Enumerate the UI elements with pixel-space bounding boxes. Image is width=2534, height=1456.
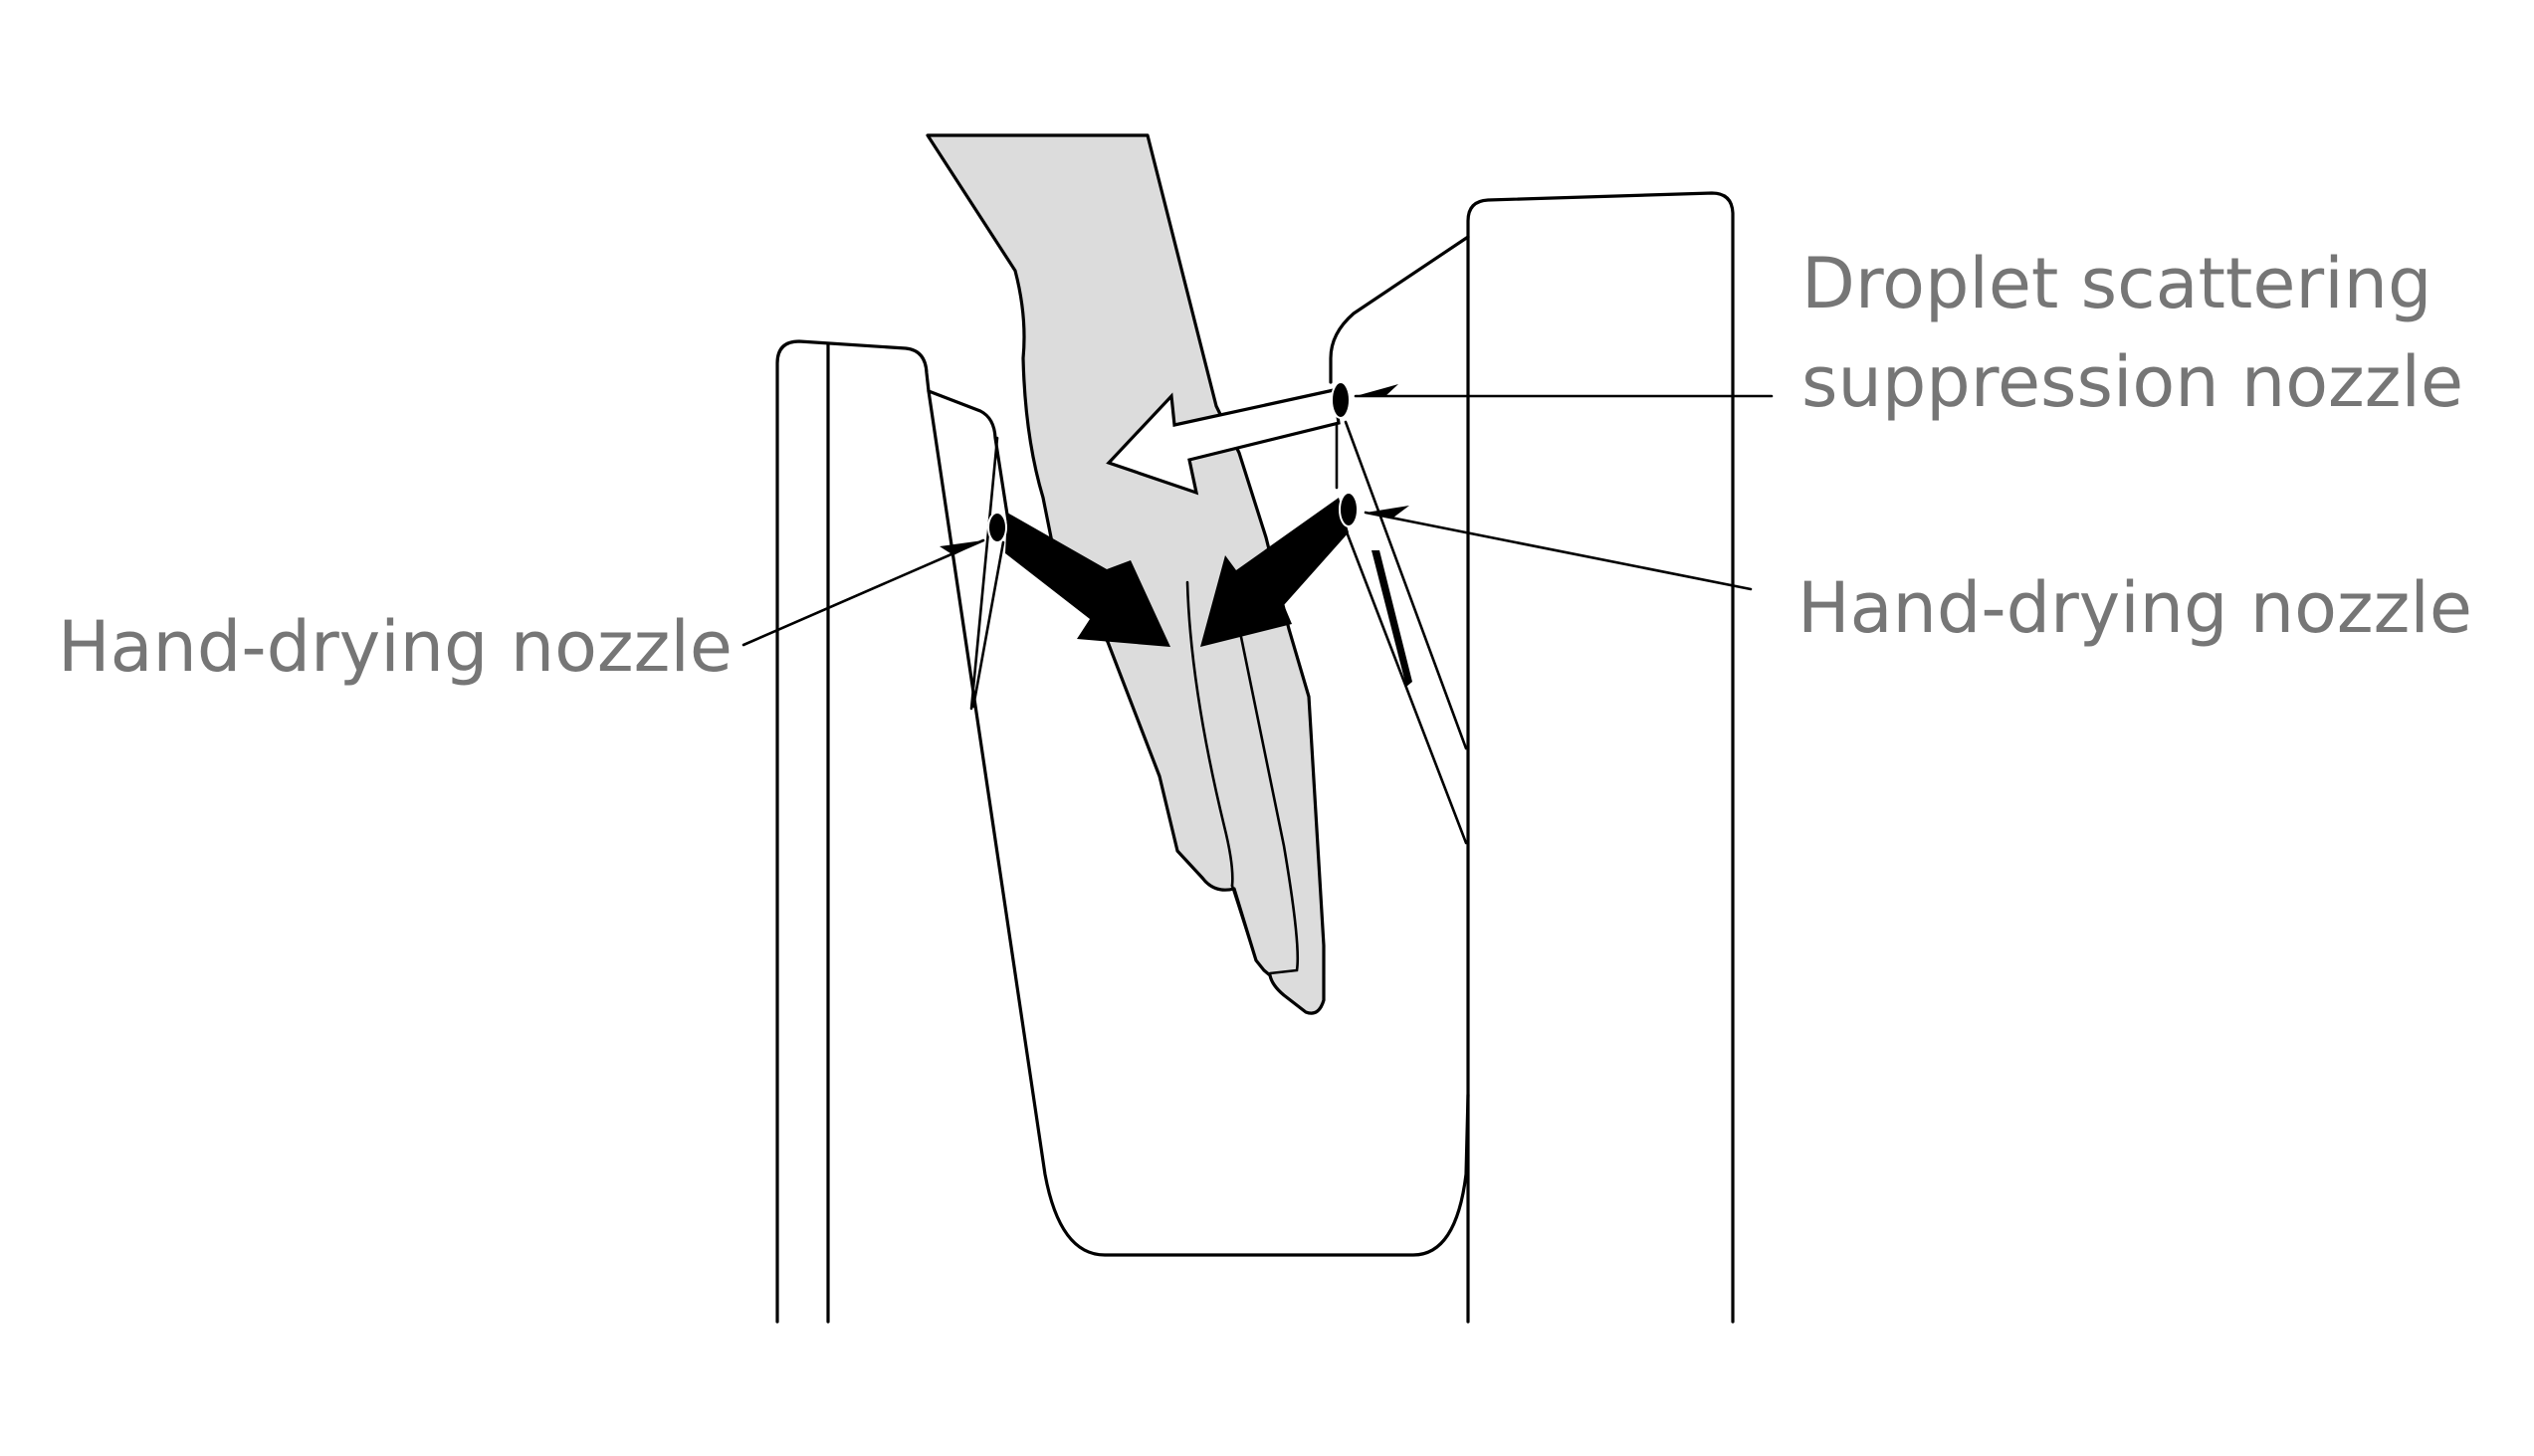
right-airflow-arrow xyxy=(1200,498,1349,647)
label-line-1: Droplet scattering xyxy=(1801,243,2432,324)
white-airflow-arrow xyxy=(1106,388,1341,496)
droplet-suppression-nozzle-icon xyxy=(1331,381,1351,419)
right-hand-drying-nozzle-icon xyxy=(1339,492,1359,527)
slit-mark xyxy=(1372,550,1412,687)
left-hand-drying-nozzle-label: Hand-drying nozzle xyxy=(58,606,733,688)
leader-hand-right xyxy=(1364,506,1753,591)
basin xyxy=(927,389,1470,1257)
left-hand-drying-nozzle-icon xyxy=(987,512,1007,543)
leader-droplet xyxy=(1354,384,1774,398)
left-nozzle-housing xyxy=(927,389,1011,711)
right-nozzle-housing xyxy=(1335,416,1468,845)
label-line-2: suppression nozzle xyxy=(1801,341,2464,423)
right-hand-drying-nozzle-label: Hand-drying nozzle xyxy=(1797,567,2472,649)
left-airflow-arrow xyxy=(1005,513,1170,647)
left-housing xyxy=(775,339,931,1324)
right-housing xyxy=(1329,191,1735,1324)
leader-hand-left xyxy=(741,538,985,647)
droplet-scattering-suppression-nozzle-label: Droplet scattering suppression nozzle xyxy=(1801,235,2463,432)
